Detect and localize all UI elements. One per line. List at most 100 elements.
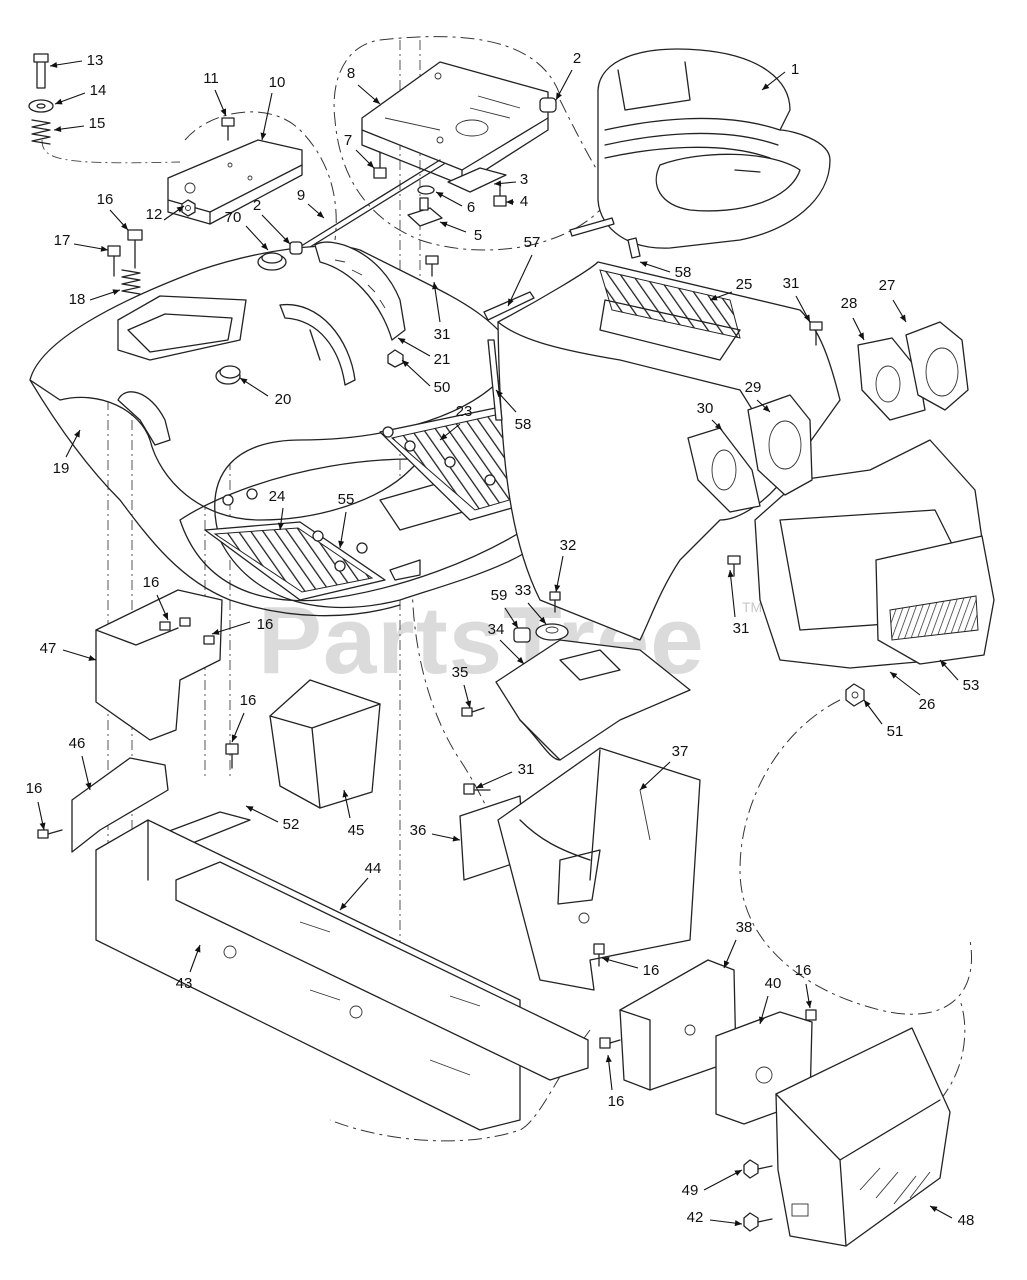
leader-arrow-c33 <box>539 616 546 624</box>
leader-arrow-c49 <box>734 1170 742 1176</box>
leader-arrow-c9 <box>316 211 324 218</box>
fender-19 <box>29 245 561 617</box>
leader-arrow-c16e <box>39 822 46 830</box>
washer-14 <box>28 99 54 113</box>
callout-18: 18 <box>69 291 86 308</box>
leader-arrow-c46 <box>85 782 92 790</box>
bracket-3 <box>447 167 507 193</box>
callout-27: 27 <box>879 277 896 294</box>
leader-arrow-c4 <box>506 199 513 205</box>
screw-31b <box>809 321 823 346</box>
leader-arrow-c59 <box>511 620 518 628</box>
callout-31-shift: 31 <box>434 326 451 343</box>
screw-35 <box>461 707 485 717</box>
leader-arrow-c5 <box>440 221 448 228</box>
callout-labels: 13 14 15 11 10 8 2 1 7 3 4 6 5 16 17 12 … <box>26 50 980 1229</box>
callout-1: 1 <box>791 61 799 78</box>
callout-34: 34 <box>488 621 505 638</box>
callout-45: 45 <box>348 822 365 839</box>
callout-23: 23 <box>456 403 473 420</box>
leader-lines <box>37 60 959 1227</box>
footplate-24 <box>204 521 386 601</box>
leader-line-c10 <box>261 92 273 141</box>
footplate-bolts <box>222 426 496 572</box>
leader-arrow-c17 <box>100 245 108 252</box>
leader-arrow-c11 <box>220 108 227 116</box>
leader-arrow-c53 <box>940 660 947 668</box>
bolts-16-17-18 <box>107 229 143 295</box>
clip-5 <box>407 197 443 227</box>
callout-16-top: 16 <box>97 191 114 208</box>
leader-arrow-c26 <box>890 672 898 679</box>
callout-16-bracket: 16 <box>795 962 812 979</box>
callout-70: 70 <box>225 209 242 226</box>
callout-16-left: 16 <box>143 574 160 591</box>
seat-1 <box>597 48 831 249</box>
nut-12 <box>181 199 196 217</box>
callout-2-top: 2 <box>573 50 581 67</box>
callout-50: 50 <box>434 379 451 396</box>
dash-panel-34 <box>495 639 691 761</box>
screw-11 <box>221 117 235 141</box>
callout-2-mid: 2 <box>253 197 261 214</box>
callout-35: 35 <box>452 664 469 681</box>
leader-arrow-c31b <box>432 282 439 290</box>
bolts-16-right <box>599 1009 817 1049</box>
callout-9: 9 <box>297 187 305 204</box>
seat-bracket-10 <box>167 139 303 225</box>
callout-14: 14 <box>90 82 107 99</box>
leader-line-c44 <box>339 877 369 911</box>
leader-arrow-c52 <box>246 806 254 812</box>
bolt-13 <box>33 53 49 89</box>
leader-arrow-c27 <box>899 314 906 322</box>
leader-arrow-c8 <box>372 97 380 104</box>
leader-arrow-c43 <box>194 945 201 953</box>
callout-58-side: 58 <box>515 416 532 433</box>
leader-arrow-c31d <box>476 782 484 788</box>
leader-arrow-c19 <box>74 430 80 438</box>
leader-arrow-c16g <box>805 1000 812 1008</box>
callout-53: 53 <box>963 677 980 694</box>
trim-strips-57-58 <box>483 217 641 421</box>
callout-44: 44 <box>365 860 382 877</box>
bracket-47 <box>95 589 223 741</box>
nut-50 <box>387 349 404 368</box>
screws-49-42 <box>743 1159 773 1232</box>
leader-arrow-c34 <box>516 656 524 664</box>
leader-arrow-c6 <box>436 192 444 198</box>
leader-arrow-c48 <box>930 1206 938 1212</box>
callout-40: 40 <box>765 975 782 992</box>
callout-32: 32 <box>560 537 577 554</box>
leader-arrow-c35 <box>465 700 472 708</box>
callout-57: 57 <box>524 234 541 251</box>
leader-arrow-c44 <box>340 902 347 910</box>
callout-47: 47 <box>40 640 57 657</box>
callout-16-frame: 16 <box>26 780 43 797</box>
leader-arrow-c20 <box>240 378 248 385</box>
callout-25: 25 <box>736 276 753 293</box>
cap-59 <box>513 627 531 643</box>
knob-70 <box>257 252 287 271</box>
callout-19: 19 <box>53 460 70 477</box>
seat-plate-8 <box>361 61 549 186</box>
leader-arrow-c18 <box>112 289 120 296</box>
leader-arrow-c36 <box>452 835 460 842</box>
leader-arrow-c1 <box>762 83 770 90</box>
watermark-trademark: TM <box>742 599 762 615</box>
leader-arrow-c47 <box>88 655 96 661</box>
grille-insert-53 <box>875 535 995 665</box>
ignition-33 <box>535 623 569 641</box>
frame-rail-44 <box>175 861 589 1081</box>
headlight-housing-28 <box>857 337 926 421</box>
leader-arrow-c58a <box>640 261 648 268</box>
callout-5: 5 <box>474 227 482 244</box>
bracket-46 <box>71 757 169 853</box>
leader-arrow-c38 <box>724 960 730 968</box>
callout-7: 7 <box>344 132 352 149</box>
leader-arrow-c30 <box>714 422 722 430</box>
leader-arrow-c28 <box>858 332 864 340</box>
leader-arrow-c12 <box>176 206 184 213</box>
screw-32 <box>549 591 561 613</box>
leader-arrow-c31c <box>727 570 734 578</box>
bushing-2a <box>539 97 557 113</box>
